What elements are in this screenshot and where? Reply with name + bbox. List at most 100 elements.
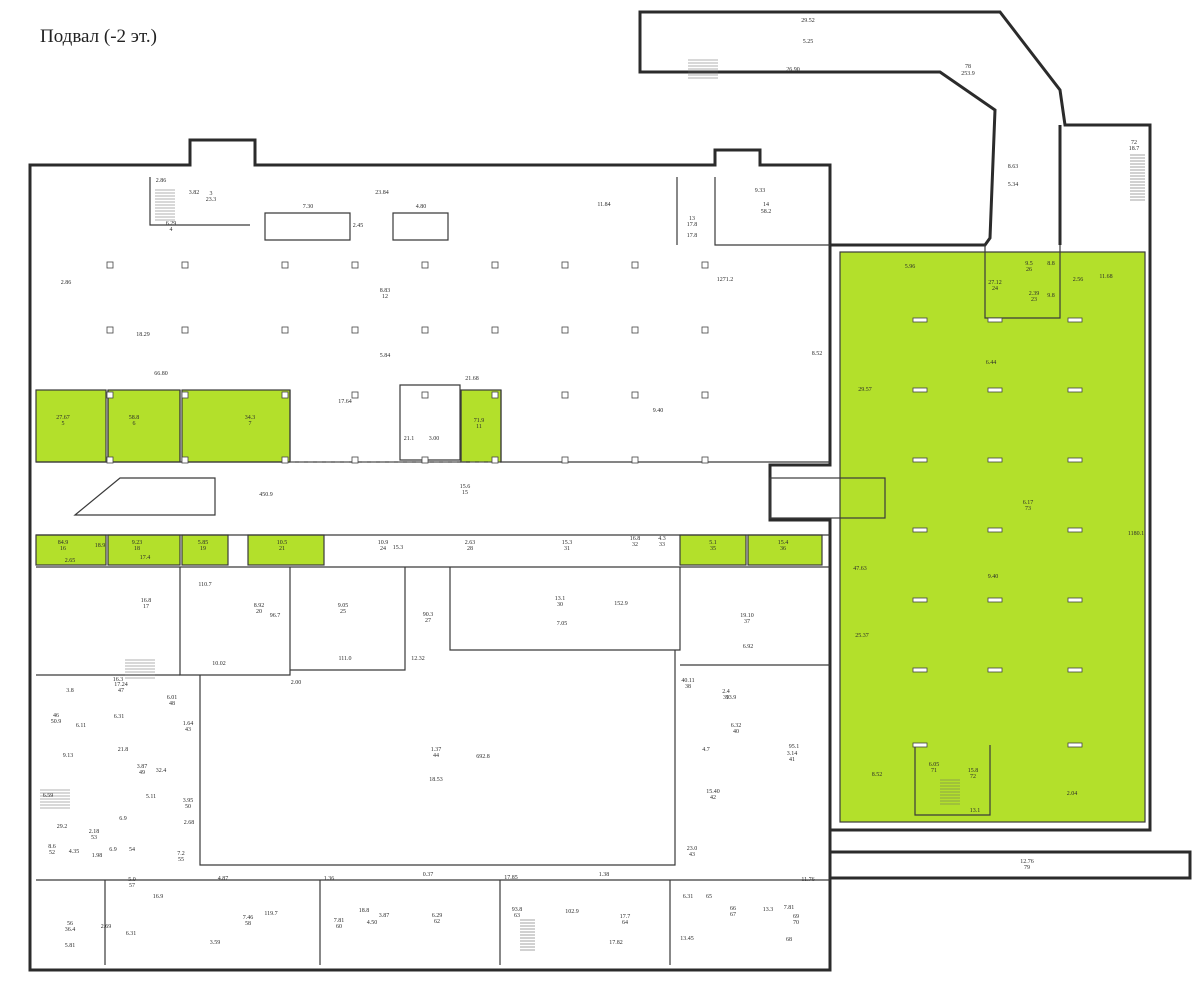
plan-label: 2.65 xyxy=(65,558,76,564)
column xyxy=(106,456,114,464)
plan-label: 2.56 xyxy=(1073,277,1084,283)
plan-label: 6.31 xyxy=(683,894,694,900)
column xyxy=(106,261,114,269)
column xyxy=(351,326,359,334)
column xyxy=(351,261,359,269)
plan-label: 2.04 xyxy=(1067,791,1078,797)
column xyxy=(1067,317,1083,323)
plan-label: 2.86 xyxy=(61,280,72,286)
plan-label: 64 xyxy=(622,920,628,926)
plan-label: 66.80 xyxy=(154,371,168,377)
plan-label: 1.36 xyxy=(324,876,335,882)
plan-label: 21.8 xyxy=(118,747,129,753)
plan-label: 28 xyxy=(467,546,473,552)
highlighted-zones xyxy=(35,251,1146,823)
plan-label: 90.3 xyxy=(423,612,434,618)
column xyxy=(631,391,639,399)
plan-label: 19 xyxy=(200,546,206,552)
plan-label: 5.96 xyxy=(905,264,916,270)
plan-label: 3.8 xyxy=(66,688,74,694)
plan-label: 4.35 xyxy=(69,849,80,855)
column xyxy=(491,326,499,334)
plan-label: 30 xyxy=(557,602,563,608)
column xyxy=(561,391,569,399)
plan-label: 7.05 xyxy=(557,621,568,627)
plan-label: 46 xyxy=(53,713,59,719)
plan-label: 56 xyxy=(67,921,73,927)
plan-label: 16.9 xyxy=(153,894,164,900)
plan-label: 6.9 xyxy=(119,816,127,822)
plan-label: 13 xyxy=(689,216,695,222)
plan-label: 96.7 xyxy=(270,613,281,619)
column xyxy=(181,261,189,269)
plan-label: 79 xyxy=(1024,865,1030,871)
plan-label: 13.3 xyxy=(763,907,774,913)
plan-label: 49 xyxy=(139,770,145,776)
zone-room-35[interactable] xyxy=(679,534,747,566)
plan-label: 62 xyxy=(434,919,440,925)
column xyxy=(421,456,429,464)
column xyxy=(351,456,359,464)
plan-label: 27.12 xyxy=(988,280,1002,286)
plan-label: 4.3 xyxy=(658,536,666,542)
plan-label: 58.8 xyxy=(129,415,140,421)
plan-label: 67 xyxy=(730,912,736,918)
plan-label: 7.2 xyxy=(177,851,185,857)
plan-label: 18.53 xyxy=(429,777,443,783)
plan-label: 9.23 xyxy=(132,540,143,546)
plan-label: 10.5 xyxy=(277,540,288,546)
plan-label: 12.32 xyxy=(411,656,425,662)
zone-large-hall-73[interactable] xyxy=(839,251,1146,823)
plan-label: 5.25 xyxy=(803,39,814,45)
zone-room-7[interactable] xyxy=(181,389,291,463)
plan-label: 6.29 xyxy=(166,221,177,227)
plan-label: 17.85 xyxy=(504,875,518,881)
plan-label: 253.9 xyxy=(961,71,975,77)
plan-label: 7.81 xyxy=(334,918,345,924)
plan-label: 5 xyxy=(62,421,65,427)
column xyxy=(106,326,114,334)
plan-label: 3.87 xyxy=(379,913,390,919)
plan-label: 8.63 xyxy=(1008,164,1019,170)
plan-label: 31 xyxy=(564,546,570,552)
zone-room-6[interactable] xyxy=(107,389,181,463)
plan-label: 5.81 xyxy=(65,943,76,949)
plan-label: 29.57 xyxy=(858,387,872,393)
column xyxy=(491,456,499,464)
zone-room-36[interactable] xyxy=(747,534,823,566)
plan-label: 12.76 xyxy=(1020,859,1034,865)
zone-room-5[interactable] xyxy=(35,389,107,463)
plan-label: 17.24 xyxy=(114,682,128,688)
zone-room-18[interactable] xyxy=(107,534,181,566)
plan-label: 18.7 xyxy=(1129,146,1140,152)
plan-label: 60 xyxy=(336,924,342,930)
plan-label: 8.6 xyxy=(48,844,56,850)
plan-label: 10.02 xyxy=(212,661,226,667)
column xyxy=(1067,742,1083,748)
walls xyxy=(28,10,1192,972)
plan-label: 50.9 xyxy=(51,719,62,725)
plan-label: 17 xyxy=(143,604,149,610)
plan-label: 39 xyxy=(723,695,729,701)
plan-label: 111.0 xyxy=(338,656,351,662)
plan-label: 36.4 xyxy=(65,927,76,933)
plan-label: 15.6 xyxy=(460,484,471,490)
plan-label: 2.63 xyxy=(465,540,476,546)
plan-label: 5.1 xyxy=(709,540,717,546)
column xyxy=(106,391,114,399)
column xyxy=(912,597,928,603)
column xyxy=(912,527,928,533)
column xyxy=(987,387,1003,393)
plan-label: 15.3 xyxy=(393,545,404,551)
column xyxy=(181,456,189,464)
plan-label: 27.67 xyxy=(56,415,70,421)
zone-room-19[interactable] xyxy=(181,534,229,566)
plan-label: 1.37 xyxy=(431,747,442,753)
plan-label: 23.84 xyxy=(375,190,389,196)
column xyxy=(987,597,1003,603)
column xyxy=(281,261,289,269)
column xyxy=(1067,667,1083,673)
plan-label: 13.1 xyxy=(555,596,566,602)
plan-label: 8.83 xyxy=(380,288,391,294)
column xyxy=(1067,527,1083,533)
